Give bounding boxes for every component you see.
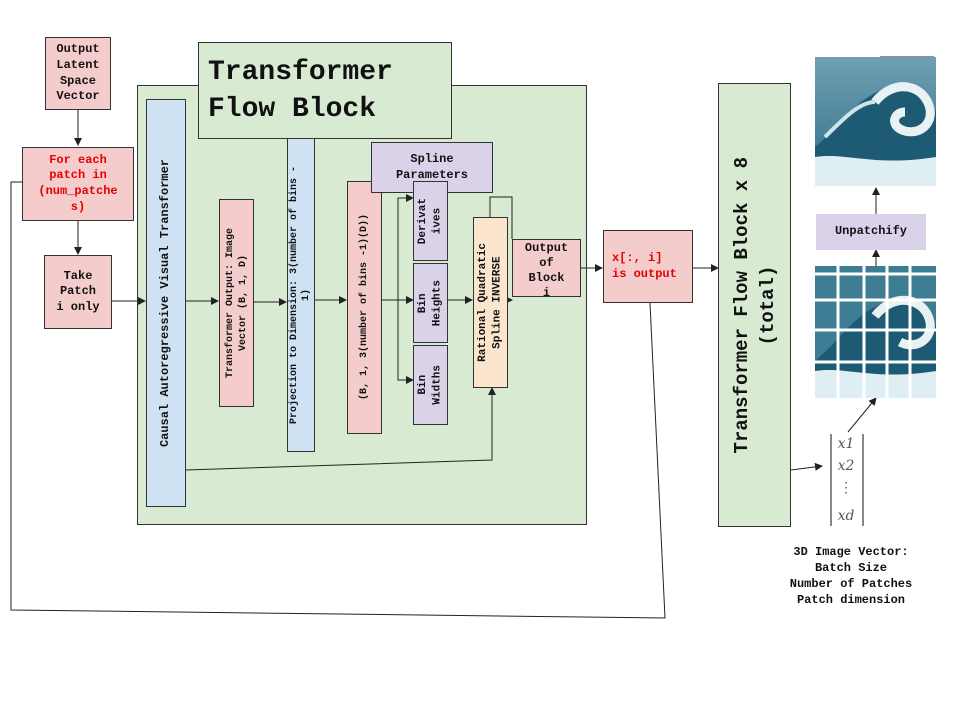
rational-quadratic-spline-label: Rational Quadratic Spline INVERSE: [477, 243, 504, 362]
spline-shape-label: (B, 1, 3(number of bins -1)(D)): [359, 214, 370, 401]
patched-wave-image: [815, 266, 936, 398]
bin-widths-label: Bin Widths: [417, 365, 444, 405]
bin-heights-box: Bin Heights: [413, 263, 448, 343]
vector-x1: x1: [837, 436, 855, 452]
vector-xd: xd: [837, 508, 855, 524]
ocean-wave-image: [815, 57, 936, 186]
transformer-output-box: Transformer Output: Image Vector (B, 1, …: [219, 199, 254, 407]
wave-picture: [815, 57, 936, 186]
projection-box: Projection to Dimension: 3(number of bin…: [287, 138, 315, 452]
patched-wave-picture: [815, 266, 936, 398]
bin-heights-label: Bin Heights: [417, 279, 444, 327]
take-patch-box: Take Patch i only: [44, 255, 112, 329]
transformer-flow-block-title: Transformer Flow Block: [198, 42, 452, 139]
transformer-output-label: Transformer Output: Image Vector (B, 1, …: [224, 227, 249, 379]
unpatchify-box: Unpatchify: [816, 214, 926, 250]
image-vector-caption: 3D Image Vector: Batch Size Number of Pa…: [789, 545, 913, 607]
for-each-patch-loop-box: For each patch in (num_patche s): [22, 147, 134, 221]
vector-x2: x2: [837, 458, 855, 474]
vector-dots: ⋮: [839, 480, 853, 496]
projection-label: Projection to Dimension: 3(number of bin…: [289, 165, 312, 425]
derivatives-box: Derivat ives: [413, 181, 448, 261]
flow-block-x8-label: Transformer Flow Block x 8 (total): [730, 156, 779, 454]
output-latent-space-vector-box: Output Latent Space Vector: [45, 37, 111, 110]
bin-widths-box: Bin Widths: [413, 345, 448, 425]
rational-quadratic-spline-box: Rational Quadratic Spline INVERSE: [473, 217, 508, 388]
output-of-block-box: Output of Block i: [512, 239, 581, 297]
derivatives-label: Derivat ives: [417, 197, 444, 245]
causal-autoregressive-transformer-box: Causal Autoregressive Visual Transformer: [146, 99, 186, 507]
spline-shape-box: (B, 1, 3(number of bins -1)(D)): [347, 181, 382, 434]
x-output-box: x[:, i] is output: [603, 230, 693, 303]
transformer-flow-block-x8-box: Transformer Flow Block x 8 (total): [718, 83, 791, 527]
image-vector-bracket: [830, 434, 864, 526]
causal-transformer-label: Causal Autoregressive Visual Transformer: [158, 158, 173, 448]
